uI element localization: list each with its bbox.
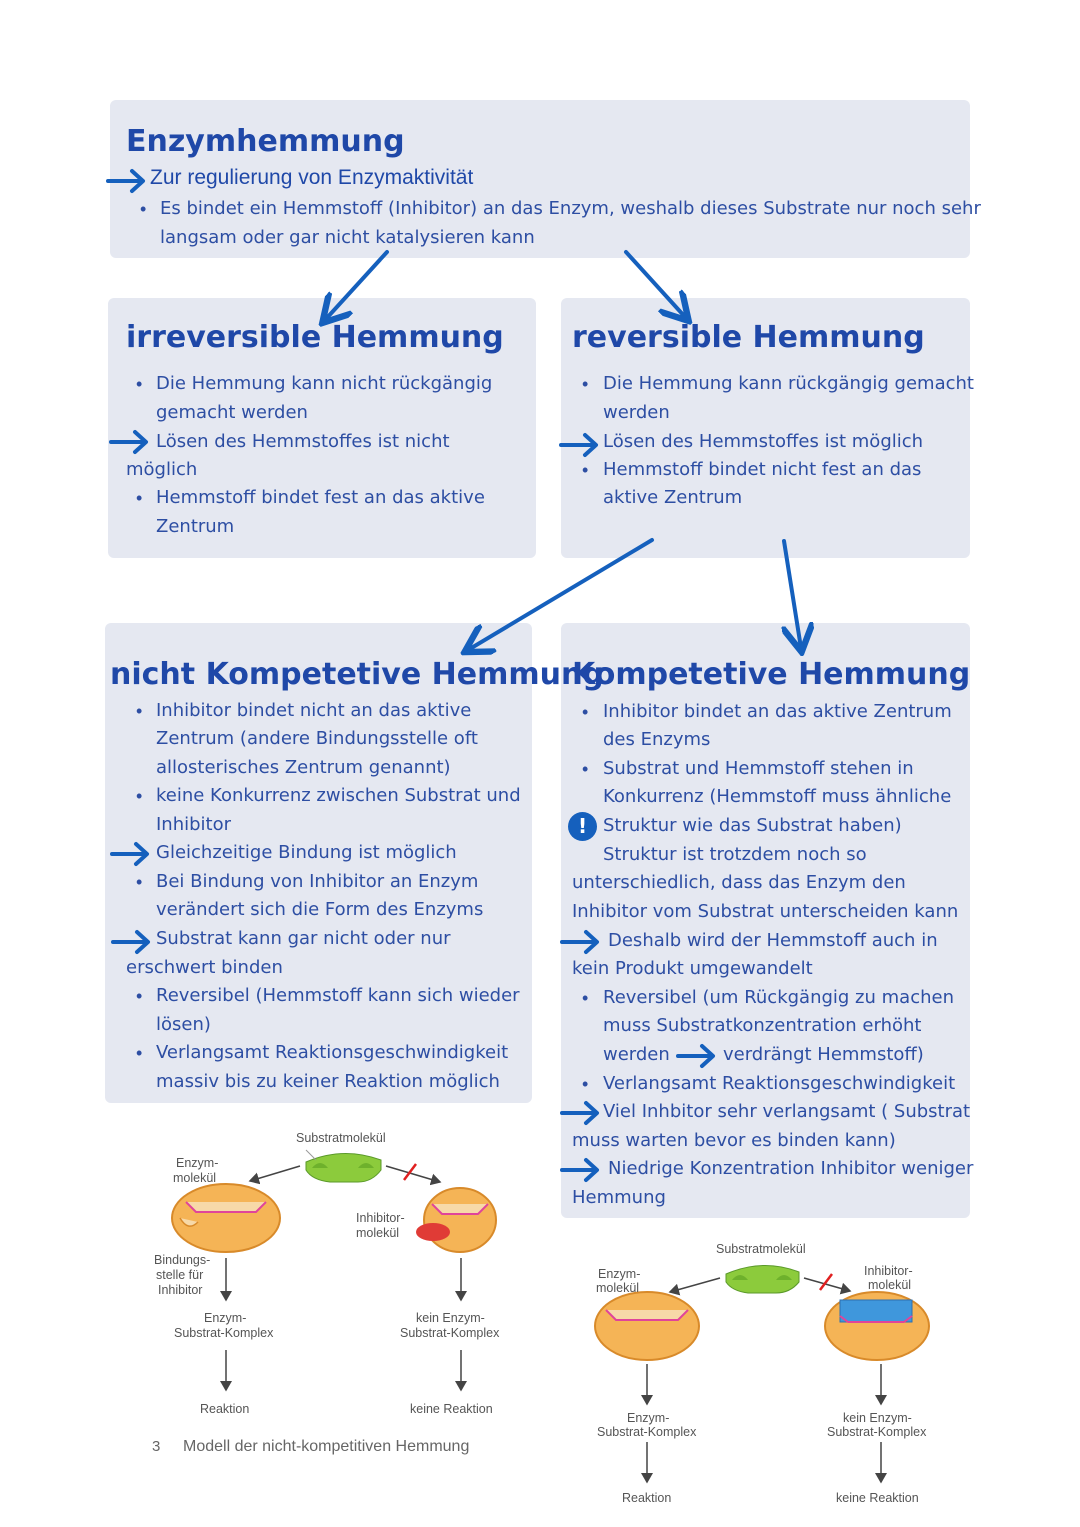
label-substrate: Substratmolekül	[296, 1131, 386, 1145]
label-no-reaction: keine Reaktion	[410, 1402, 493, 1416]
label-no-complex: Substrat-Komplex	[400, 1326, 500, 1340]
enzyme-molecule	[172, 1184, 280, 1252]
flow-arrow-competitive	[784, 541, 801, 648]
label-enzyme: Enzym-	[598, 1267, 640, 1281]
right-arrow-icon	[562, 1103, 597, 1123]
right-arrow-icon	[561, 435, 596, 455]
caption: Modell der nicht-kompetitiven Hemmung	[183, 1438, 469, 1455]
flow-arrow-left	[325, 252, 387, 320]
label-reaction: Reaktion	[622, 1491, 671, 1505]
inhibitor-molecule	[416, 1223, 450, 1241]
label-substrate: Substratmolekül	[716, 1242, 806, 1256]
enzyme-molecule	[595, 1292, 699, 1360]
label-binding: Inhibitor	[158, 1283, 202, 1297]
right-arrow-icon	[562, 1160, 597, 1180]
label-binding: stelle für	[156, 1268, 203, 1282]
enzyme-molecule	[424, 1188, 496, 1252]
right-arrow-icon	[562, 932, 597, 952]
label-no-complex: kein Enzym-	[843, 1411, 912, 1425]
label-complex: Substrat-Komplex	[174, 1326, 274, 1340]
flow-arrow-noncompetitive	[468, 540, 652, 650]
flow-arrow-right	[626, 252, 686, 318]
label-no-complex: kein Enzym-	[416, 1311, 485, 1325]
right-arrow-icon	[112, 844, 147, 864]
competitive-diagram: Substratmolekül Enzym- molekül Inhibitor…	[595, 1242, 929, 1505]
label-complex: Substrat-Komplex	[597, 1425, 697, 1439]
label-complex: Enzym-	[627, 1411, 669, 1425]
right-arrow-icon	[111, 432, 146, 452]
label-enzyme: molekül	[173, 1171, 216, 1185]
label-inhibitor: molekül	[868, 1278, 911, 1292]
right-arrow-icon	[108, 171, 143, 191]
label-binding: Bindungs-	[154, 1253, 210, 1267]
label-enzyme: Enzym-	[176, 1156, 218, 1170]
inhibitor-molecule	[840, 1300, 912, 1322]
label-reaction: Reaktion	[200, 1402, 249, 1416]
noncompetitive-diagram: Substratmolekül Enzym- molekül Inhibitor…	[152, 1131, 500, 1455]
label-inhibitor: Inhibitor-	[356, 1211, 405, 1225]
right-arrow-icon	[113, 932, 148, 952]
label-no-reaction: keine Reaktion	[836, 1491, 919, 1505]
label-enzyme: molekül	[596, 1281, 639, 1295]
label-no-complex: Substrat-Komplex	[827, 1425, 927, 1439]
label-inhibitor: Inhibitor-	[864, 1264, 913, 1278]
caption-number: 3	[152, 1438, 160, 1455]
label-complex: Enzym-	[204, 1311, 246, 1325]
right-arrow-icon	[678, 1046, 713, 1066]
label-inhibitor: molekül	[356, 1226, 399, 1240]
